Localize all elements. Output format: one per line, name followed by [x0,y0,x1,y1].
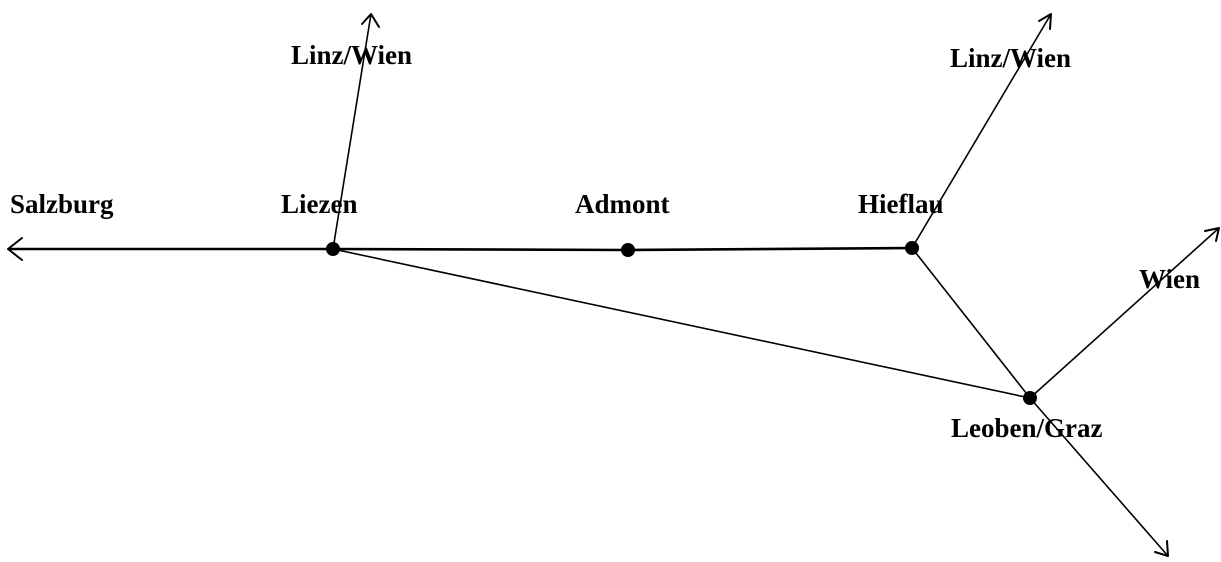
edge-liezen-admont [332,247,629,252]
node-hieflau [905,241,919,255]
arrow-salzburg [7,237,333,261]
label-liezen: Liezen [281,189,357,219]
edge-hieflau-leoben-graz [911,247,1031,399]
label-admont: Admont [575,189,670,219]
label-hieflau: Hieflau [858,189,944,219]
node-leoben-graz [1023,391,1037,405]
node-liezen [326,242,340,256]
node-admont [621,243,635,257]
label-wien: Wien [1139,264,1200,294]
arrow-linz-wien-2 [911,13,1052,249]
arrow-wien [1029,227,1220,399]
edge-admont-hieflau [627,246,913,252]
arrow-southeast [1029,397,1169,557]
label-leoben-graz: Leoben/Graz [951,413,1102,443]
edge-liezen-leoben-graz [332,248,1031,399]
arrow-linz-wien-1 [332,13,380,250]
label-linz-wien-2: Linz/Wien [950,43,1071,73]
label-linz-wien-1: Linz/Wien [291,40,412,70]
label-salzburg: Salzburg [10,189,114,219]
